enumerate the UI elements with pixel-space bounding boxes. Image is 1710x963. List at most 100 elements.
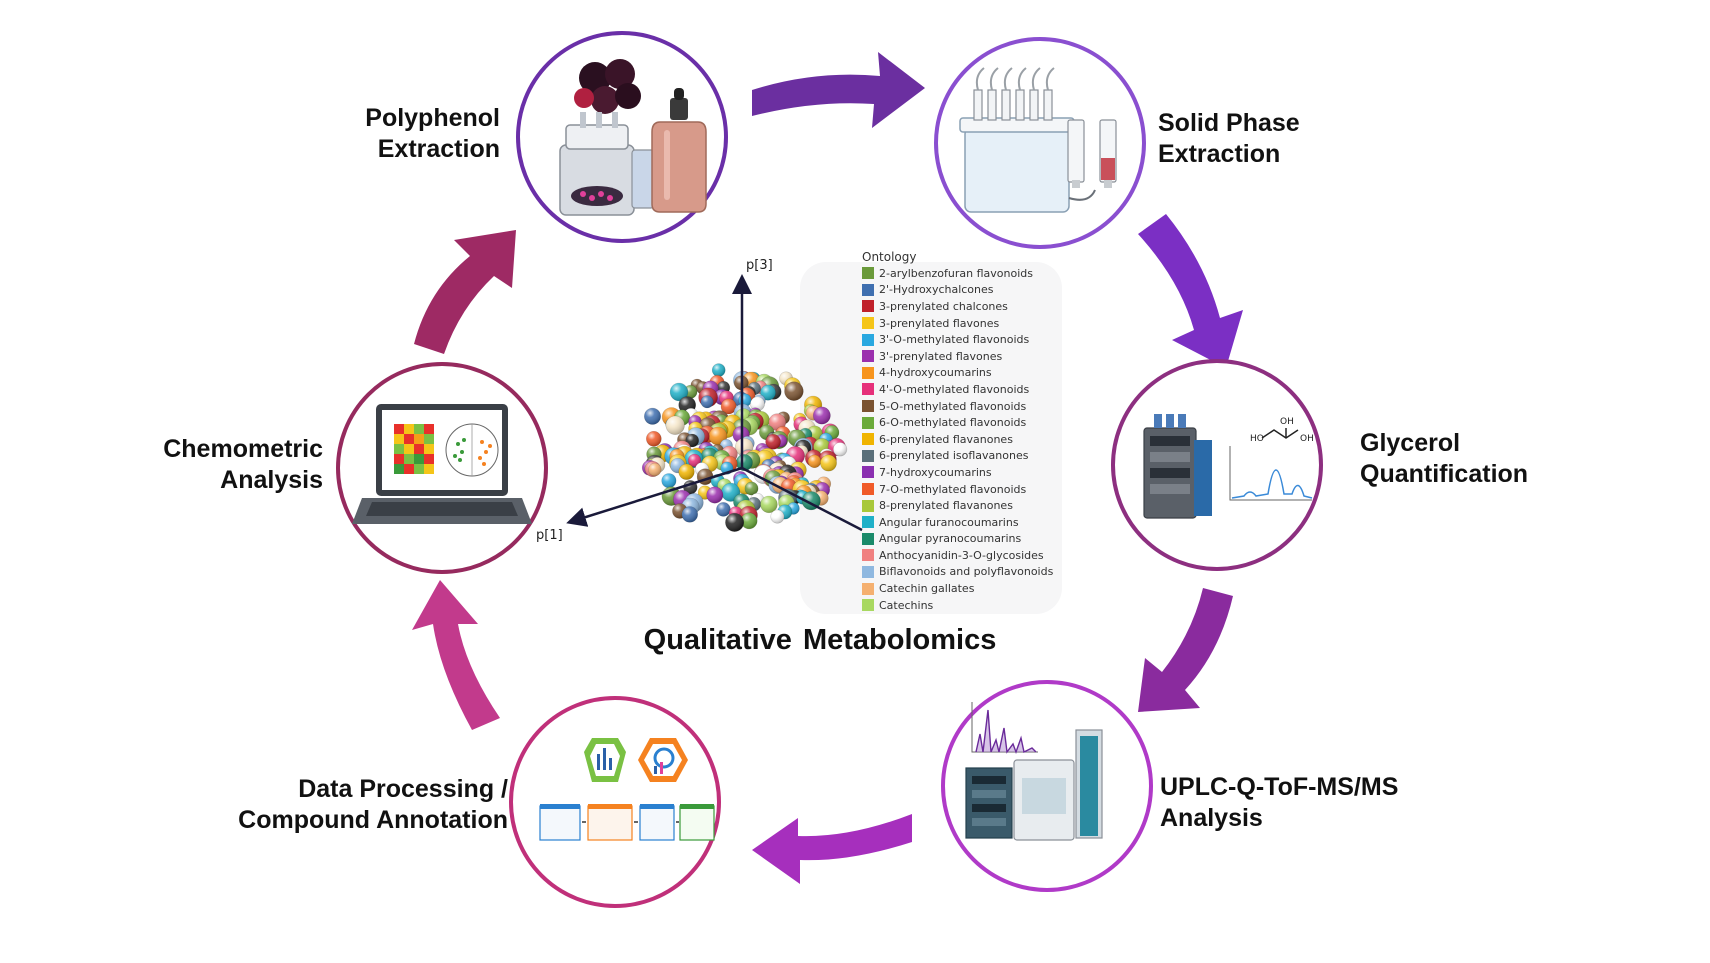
axis-p1 [566,466,743,527]
legend-swatch [862,466,874,479]
pca-point-shine [760,385,776,401]
legend-title: Ontology [862,250,917,264]
legend-item: 6-O-methylated flavonoids [862,414,1067,431]
legend-label: 2-arylbenzofuran flavonoids [879,266,1033,280]
pca-point-shine [646,431,662,447]
legend-item: 3-prenylated flavones [862,315,1067,332]
legend-item: 2-arylbenzofuran flavonoids [862,265,1067,282]
legend-swatch [862,582,874,595]
pca-point-shine [685,434,699,447]
legend-label: 6-prenylated isoflavanones [879,449,1029,463]
legend-label: Catechin gallates [879,582,975,596]
legend-items: 2-arylbenzofuran flavonoids 2'-Hydroxycha… [862,265,1067,613]
arrow-chemo-to-polyphenol [414,230,516,354]
legend-item: 4'-O-methylated flavonoids [862,381,1067,398]
legend-swatch [862,483,874,496]
legend-label: 7-O-methylated flavonoids [879,482,1027,496]
label-data-processing: Data Processing /Compound Annotation [238,775,508,834]
legend-swatch [862,599,874,612]
pca-point-shine [644,408,661,425]
legend-label: 5-O-methylated flavonoids [879,399,1027,413]
pca-point-shine [648,463,662,476]
legend-item: 3-prenylated chalcones [862,298,1067,315]
legend-label: 4'-O-methylated flavonoids [879,382,1030,396]
software-logo-2-icon [638,738,688,782]
legend-item: 7-O-methylated flavonoids [862,481,1067,498]
score-plot-icon [445,423,499,477]
pca-point-shine [744,481,759,496]
pca-point-shine [688,454,701,467]
pca-point-shine [770,509,785,524]
legend-label: 3-prenylated flavones [879,316,1000,330]
arrow-polyphenol-to-spe [752,52,925,128]
uplc-instrument-icon [965,729,1103,841]
legend-label: Catechins [879,598,934,612]
pca-point-shine [665,416,685,435]
legend-item: Anthocyanidin-3-O-glycosides [862,547,1067,564]
legend-label: Anthocyanidin-3-O-glycosides [879,548,1044,562]
legend-item: 8-prenylated flavanones [862,497,1067,514]
arrow-dataproc-to-chemo [412,580,500,730]
pca-point-shine [681,506,698,523]
legend-swatch [862,333,874,346]
extraction-machine-icon [559,112,655,216]
legend-item: 7-hydroxycoumarins [862,464,1067,481]
legend-item: Angular furanocoumarins [862,514,1067,531]
axis-p2 [741,466,863,532]
pca-point-shine [760,496,778,513]
berries-icon [574,59,641,114]
pca-point-shine [712,363,726,377]
spe-manifold-illustration [959,67,1117,213]
legend-swatch [862,416,874,429]
legend-item: 5-O-methylated flavonoids [862,398,1067,415]
cartridge-tube-icon [1067,119,1117,188]
legend-swatch [862,565,874,578]
legend-swatch [862,350,874,363]
legend-swatch [862,549,874,562]
extractor-illustration [559,59,707,216]
cycle-arrows [412,52,1243,884]
legend-label: 3'-O-methylated flavonoids [879,333,1030,347]
legend-swatch [862,267,874,280]
svg-text:OH: OH [1300,434,1314,444]
laptop-illustration [352,404,532,524]
legend-swatch [862,433,874,446]
legend-swatch [862,283,874,296]
pca-point-shine [661,473,677,488]
pca-points [641,363,848,532]
arrow-spe-to-glycerol [1138,214,1243,368]
svg-text:HO: HO [1250,434,1264,444]
glycerol-structure-icon: HO OH OH [1250,417,1314,444]
legend-label: Angular pyranocoumarins [879,532,1022,546]
pca-point-shine [706,486,723,504]
legend-swatch [862,366,874,379]
pca-point-shine [833,442,847,457]
legend-label: 2'-Hydroxychalcones [879,283,994,297]
legend-item: Catechin gallates [862,580,1067,597]
legend-label: 3-prenylated chalcones [879,299,1008,313]
legend-swatch [862,449,874,462]
legend-label: 8-prenylated flavanones [879,499,1013,513]
chromatogram-plot-icon [1229,446,1313,501]
legend-item: Catechins [862,597,1067,614]
data-processing-illustration [539,738,715,841]
axis-p3-label: p[3] [746,258,773,273]
legend-item: 4-hydroxycoumarins [862,365,1067,382]
ontology-legend: Ontology 2-arylbenzofuran flavonoids 2'-H… [862,250,1067,613]
pca-point-shine [721,398,737,414]
legend-item: 6-prenylated flavanones [862,431,1067,448]
arrow-uplc-to-dataproc [752,814,912,884]
legend-swatch [862,499,874,512]
pca-point-shine [709,427,727,445]
legend-label: 3'-prenylated flavones [879,349,1003,363]
pca-point-shine [820,454,837,472]
legend-item: 6-prenylated isoflavanones [862,448,1067,465]
legend-item: Biflavonoids and polyflavonoids [862,564,1067,581]
pca-point-shine [741,512,758,529]
hplc-illustration: HO OH OH [1143,414,1314,519]
legend-label: Biflavonoids and polyflavonoids [879,565,1054,579]
